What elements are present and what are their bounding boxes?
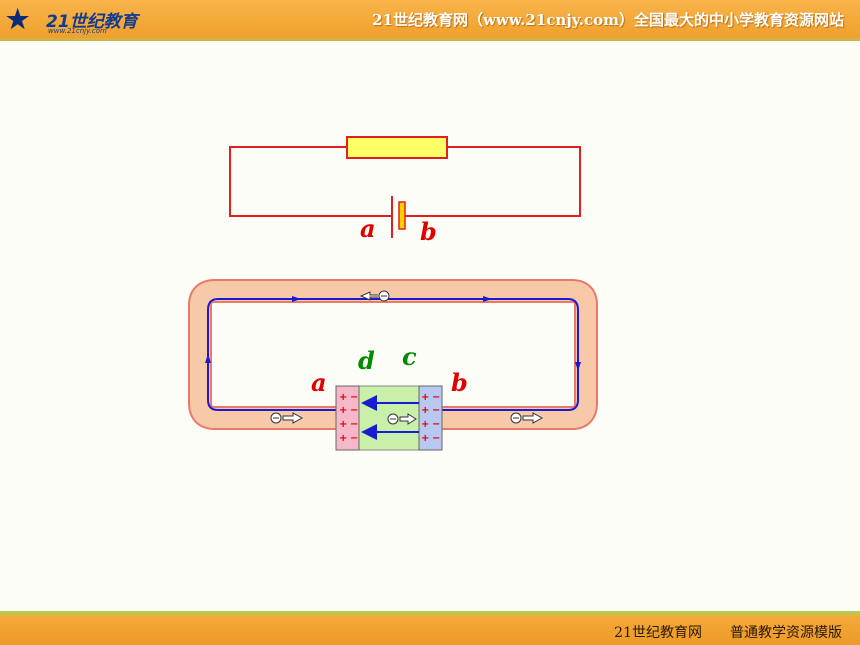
electron-left: [270, 412, 304, 424]
minus-sign: −: [432, 392, 440, 403]
resistor: [346, 136, 448, 159]
current-path: [207, 298, 579, 411]
header-bar: ★ 21世纪教育 www.21cnjy.com 21世纪教育网（www.21cn…: [0, 0, 860, 38]
plus-sign: +: [421, 419, 429, 430]
battery-short-plate: [398, 201, 406, 230]
footer-divider: [0, 611, 860, 615]
logo-url: www.21cnjy.com: [48, 27, 107, 35]
arrow-icon: [359, 291, 378, 301]
band-fill: [190, 281, 596, 428]
plus-sign: +: [339, 419, 347, 430]
label-d: d: [358, 346, 375, 375]
bottom-diagram: + − + − + − + − + − + − + − + − a b d c: [188, 279, 598, 451]
plus-sign: +: [339, 433, 347, 444]
electron-internal: [387, 413, 417, 425]
charges-pink: + − + − + − + −: [339, 392, 358, 444]
label-c: c: [402, 342, 417, 371]
logo-icon: ★: [6, 5, 30, 35]
footer-bar: 21世纪教育网 普通教学资源模版: [0, 615, 860, 645]
current-arrow-left: [205, 354, 211, 363]
minus-sign: −: [432, 405, 440, 416]
logo-text: 21世纪教育: [46, 12, 138, 32]
charges-blue: + − + − + − + −: [421, 392, 440, 444]
minus-sign: −: [350, 419, 358, 430]
minus-sign: −: [350, 392, 358, 403]
plus-sign: +: [339, 405, 347, 416]
top-circuit: a b: [229, 136, 581, 246]
header-divider: [0, 38, 860, 41]
plus-sign: +: [421, 392, 429, 403]
arrow-icon: [399, 413, 417, 425]
blue-plate-b: [418, 385, 443, 451]
minus-sign: −: [432, 419, 440, 430]
label-b-top: b: [420, 217, 437, 246]
electron-top: [359, 290, 390, 302]
pink-plate-a: [335, 385, 360, 451]
current-arrow-right: [575, 362, 581, 371]
circuit-wire: [229, 146, 581, 217]
electron-right: [510, 412, 544, 424]
plus-sign: +: [421, 433, 429, 444]
current-arrow-top-2: [483, 296, 492, 302]
footer-site: 21世纪教育网: [614, 625, 702, 641]
label-b-bottom: b: [451, 368, 468, 397]
minus-sign: −: [432, 433, 440, 444]
plus-sign: +: [421, 405, 429, 416]
plus-sign: +: [339, 392, 347, 403]
label-a-top: a: [360, 214, 376, 243]
arrow-icon: [282, 412, 304, 424]
minus-sign: −: [350, 433, 358, 444]
logo: ★ 21世纪教育 www.21cnjy.com: [6, 3, 146, 37]
label-a-bottom: a: [311, 368, 327, 397]
footer-tagline: 普通教学资源模版: [730, 625, 842, 641]
minus-sign: −: [350, 405, 358, 416]
arrow-icon: [522, 412, 544, 424]
footer-text: 21世纪教育网 普通教学资源模版: [586, 622, 842, 642]
current-arrow-top-1: [292, 296, 301, 302]
header-title: 21世纪教育网（www.21cnjy.com）全国最大的中小学教育资源网站: [372, 11, 844, 29]
